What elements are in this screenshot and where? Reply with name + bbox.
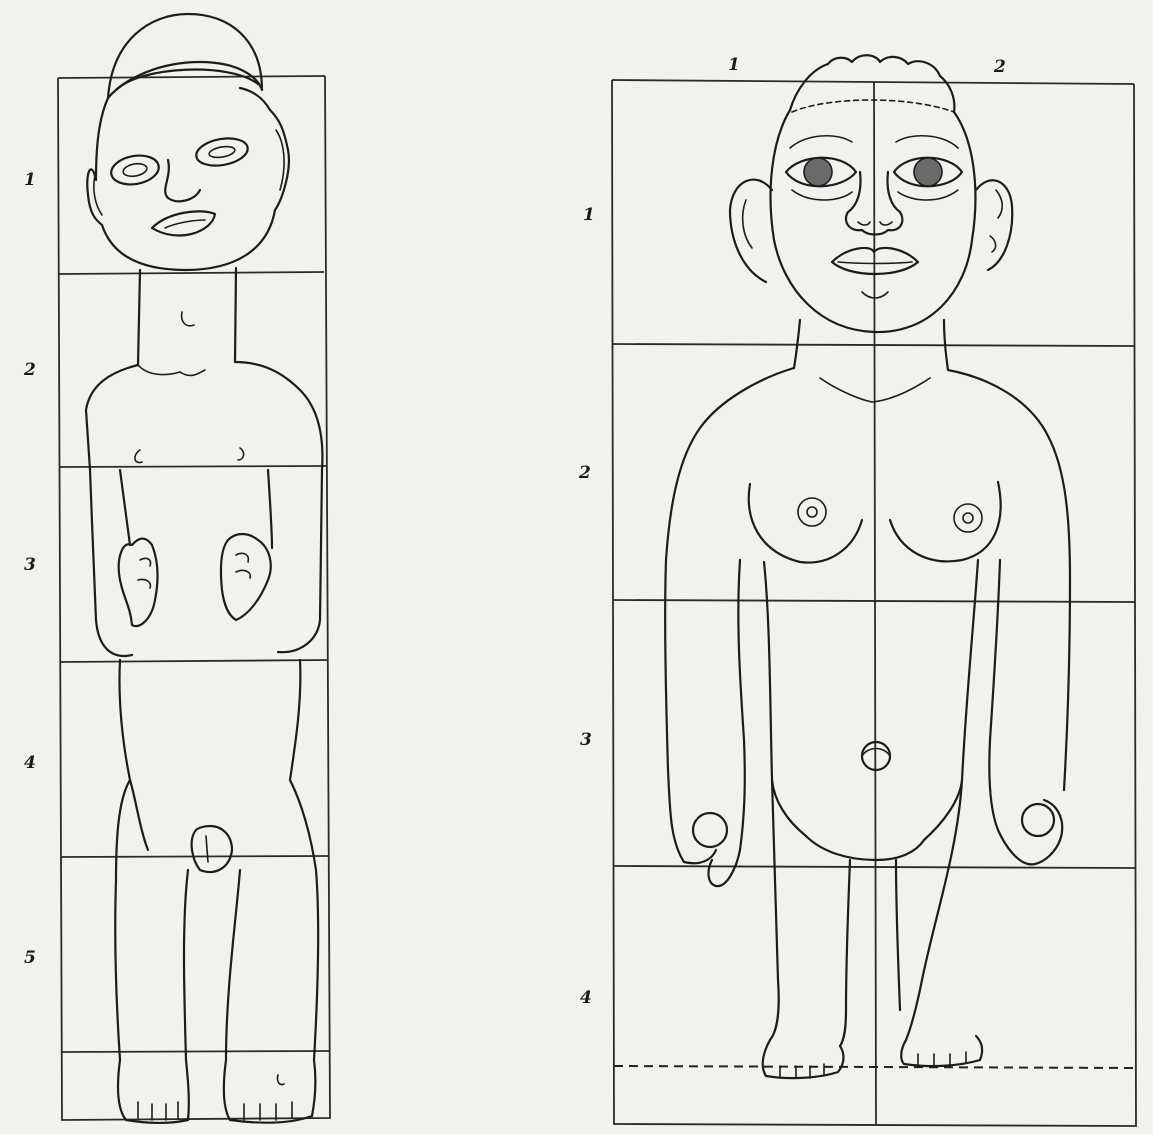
right-row-label-4: 4 — [580, 988, 592, 1008]
left-row-label-1: 1 — [24, 170, 36, 190]
right-grid — [612, 80, 1136, 1126]
right-row-label-3: 3 — [580, 730, 592, 750]
left-row-label-5: 5 — [24, 948, 36, 968]
left-row-label-3: 3 — [24, 555, 36, 575]
left-figure: 1 2 3 4 5 — [23, 14, 330, 1123]
left-row-label-4: 4 — [24, 753, 36, 773]
left-figure-outline — [86, 14, 322, 1123]
right-figure: 1 2 1 2 3 4 — [578, 55, 1136, 1126]
right-row-label-2: 2 — [578, 463, 591, 483]
left-row-label-2: 2 — [23, 360, 36, 380]
right-col-label-1: 1 — [728, 55, 740, 75]
right-figure-outline — [665, 55, 1070, 1078]
right-col-label-2: 2 — [993, 57, 1006, 77]
right-row-label-1: 1 — [583, 205, 595, 225]
